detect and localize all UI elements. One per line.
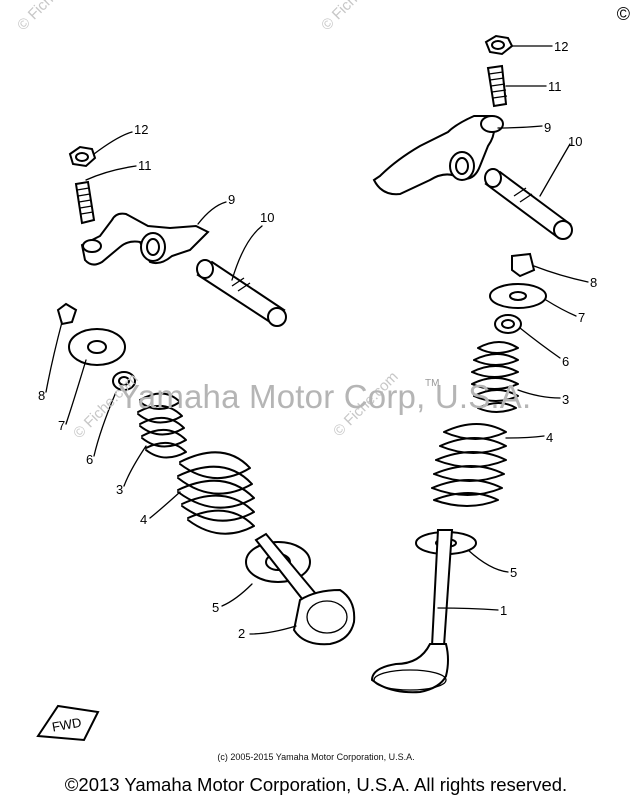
- left-locknut: [68, 145, 97, 168]
- left-adjusting-screw: [74, 180, 96, 225]
- callout-labels: 12 11 9 10 8 7 6 3 4 5 2 12 11 9 10 8 7 …: [38, 39, 597, 641]
- callout-right-8: 8: [590, 275, 597, 290]
- callout-left-4: 4: [140, 512, 147, 527]
- right-locknut: [484, 34, 514, 56]
- callout-right-9: 9: [544, 120, 551, 135]
- watermark-center: Yamaha Motor Corp, U.S.A.: [118, 378, 532, 415]
- left-rocker-arm: [80, 212, 210, 266]
- left-spring-retainer: [68, 328, 126, 366]
- fwd-label: FWD: [51, 715, 83, 735]
- right-valve-spring-inner: [471, 341, 519, 413]
- callout-right-1: 1: [500, 603, 507, 618]
- right-rocker-shaft: [484, 168, 573, 240]
- callout-right-6: 6: [562, 354, 569, 369]
- callout-left-7: 7: [58, 418, 65, 433]
- right-valve-cotter: [511, 252, 536, 278]
- inner-copyright: (c) 2005-2015 Yamaha Motor Corporation, …: [217, 752, 415, 762]
- callout-right-3: 3: [562, 392, 569, 407]
- footer-copyright: ©2013 Yamaha Motor Corporation, U.S.A. A…: [64, 774, 568, 795]
- callout-right-11: 11: [548, 79, 562, 94]
- callout-left-9: 9: [228, 192, 235, 207]
- callout-left-2: 2: [238, 626, 245, 641]
- right-spring-retainer: [489, 283, 547, 309]
- left-valve-cotter: [56, 302, 78, 326]
- left-valve-spring-outer: [177, 451, 255, 535]
- callout-right-12: 12: [554, 39, 568, 54]
- left-rocker-shaft: [196, 259, 287, 327]
- callout-left-12: 12: [134, 122, 148, 137]
- right-valve-spring-outer: [431, 423, 507, 507]
- callout-left-11: 11: [138, 158, 152, 173]
- right-exhaust-valve: [370, 529, 454, 694]
- left-valve-stem-seal: [112, 371, 136, 391]
- callout-right-7: 7: [578, 310, 585, 325]
- fwd-arrow-icon: FWD: [36, 704, 100, 742]
- leader-lines: [45, 45, 589, 635]
- right-rocker-arm: [372, 115, 504, 196]
- callout-left-3: 3: [116, 482, 123, 497]
- left-intake-valve: [254, 532, 356, 646]
- right-valve-stem-seal: [494, 314, 522, 334]
- corner-mark: ©: [616, 4, 630, 24]
- left-valve-spring-inner: [137, 392, 187, 459]
- callout-left-6: 6: [86, 452, 93, 467]
- right-adjusting-screw: [486, 64, 508, 108]
- callout-right-5: 5: [510, 565, 517, 580]
- callout-left-8: 8: [38, 388, 45, 403]
- watermark-tm: TM: [425, 378, 440, 389]
- callout-left-5: 5: [212, 600, 219, 615]
- callout-right-4: 4: [546, 430, 553, 445]
- callout-left-10: 10: [260, 210, 274, 225]
- callout-right-10: 10: [568, 134, 582, 149]
